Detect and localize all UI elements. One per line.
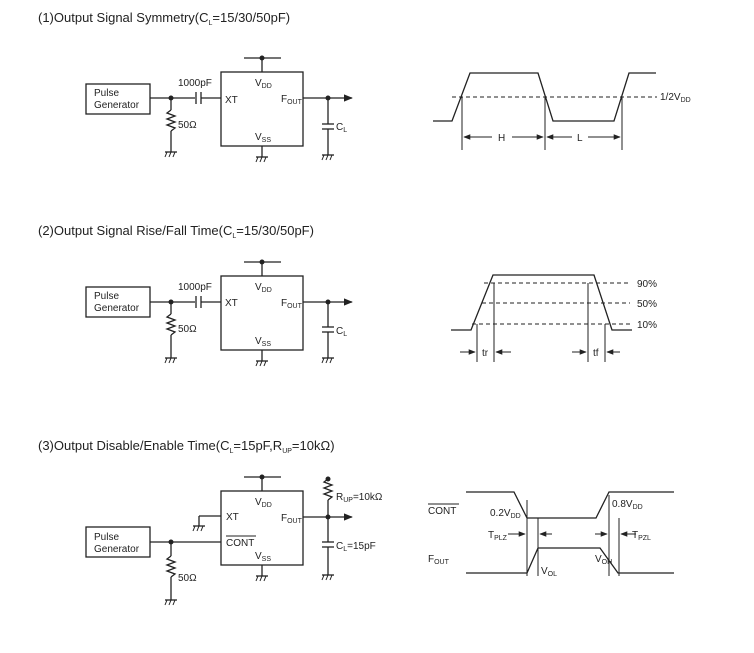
xt-pin-label: XT xyxy=(226,512,239,523)
rise-time-label: tr xyxy=(482,348,489,359)
pulse-generator-box xyxy=(85,526,151,558)
cont-waveform xyxy=(466,491,674,519)
section-3-title: (3)Output Disable/Enable Time(CL=15pF,RU… xyxy=(38,438,335,455)
resistor-50-ohm xyxy=(165,313,177,336)
section-2-rise-fall-time: (2)Output Signal Rise/Fall Time(CL=15/30… xyxy=(38,223,657,367)
section-1-output-signal-symmetry: (1)Output Signal Symmetry(CL=15/30/50pF)… xyxy=(38,10,691,163)
resistor-50-ohm xyxy=(165,555,177,578)
section-2-title: (2)Output Signal Rise/Fall Time(CL=15/30… xyxy=(38,223,314,240)
pulse-generator-label-2: Generator xyxy=(94,544,140,555)
cl-label: CL=15pF xyxy=(336,541,376,553)
capacitor-1000pf-label: 1000pF xyxy=(178,78,212,89)
fout-signal-label: FOUT xyxy=(428,554,450,566)
ground-symbol xyxy=(192,525,205,532)
point-eight-vdd-label: 0.8VDD xyxy=(612,499,643,511)
cl-label: CL xyxy=(336,326,347,338)
high-time-label: H xyxy=(498,133,505,144)
fall-time-label: tf xyxy=(593,348,599,359)
waveform-2-rise-fall: 90% 50% 10% tr tf xyxy=(451,274,657,362)
fout-waveform xyxy=(466,547,674,574)
circuit-1: Pulse Generator 1000pF 50Ω XT VDD VSS FO… xyxy=(85,55,353,163)
ground-symbol xyxy=(321,154,334,161)
half-vdd-label: 1/2VDD xyxy=(660,92,691,104)
cl-label: CL xyxy=(336,122,347,134)
vdd-pin-label: VDD xyxy=(255,282,272,294)
ground-symbol xyxy=(255,156,268,163)
fout-pin-label: FOUT xyxy=(281,513,303,525)
resistor-50-ohm-label: 50Ω xyxy=(178,573,197,584)
capacitor-1000pf-label: 1000pF xyxy=(178,282,212,293)
ground-symbol xyxy=(255,360,268,367)
ground-symbol xyxy=(255,575,268,582)
fifty-percent-label: 50% xyxy=(637,299,657,310)
fout-pin-label: FOUT xyxy=(281,298,303,310)
resistor-50-ohm-label: 50Ω xyxy=(178,120,197,131)
vss-pin-label: VSS xyxy=(255,132,271,144)
resistor-50-ohm xyxy=(165,109,177,132)
ten-percent-label: 10% xyxy=(637,320,657,331)
waveform-3-disable-enable: CONT 0.2VDD 0.8VDD TPLZ TPZL FOUT VOL VO… xyxy=(428,491,674,578)
point-two-vdd-label: 0.2VDD xyxy=(490,508,521,520)
ground-symbol xyxy=(164,599,177,606)
fout-pin-label: FOUT xyxy=(281,94,303,106)
output-waveform xyxy=(451,274,632,331)
section-3-disable-enable-time: (3)Output Disable/Enable Time(CL=15pF,RU… xyxy=(38,438,674,606)
xt-pin-label: XT xyxy=(225,298,238,309)
ground-symbol xyxy=(164,151,177,158)
section-1-title: (1)Output Signal Symmetry(CL=15/30/50pF) xyxy=(38,10,290,27)
voh-label: VOH xyxy=(595,554,612,566)
pulse-generator-label-2: Generator xyxy=(94,303,140,314)
pulse-generator-label-2: Generator xyxy=(94,100,140,111)
resistor-50-ohm-label: 50Ω xyxy=(178,324,197,335)
pulse-generator-label: Pulse xyxy=(94,532,119,543)
vdd-pin-label: VDD xyxy=(255,497,272,509)
vol-label: VOL xyxy=(541,566,557,578)
ground-symbol xyxy=(321,574,334,581)
circuit-3: Pulse Generator 50Ω XT CONT VDD VSS FOUT xyxy=(85,474,383,606)
vss-pin-label: VSS xyxy=(255,336,271,348)
tplz-label: TPLZ xyxy=(488,530,508,542)
ic-box xyxy=(220,71,304,147)
xt-pin-label: XT xyxy=(225,95,238,106)
circuit-2: Pulse Generator 1000pF 50Ω XT VDD VSS FO… xyxy=(85,259,353,367)
pulse-generator-box xyxy=(85,83,151,115)
ground-symbol xyxy=(164,357,177,364)
pulse-generator-label: Pulse xyxy=(94,291,119,302)
pull-up-resistor xyxy=(322,478,334,501)
vdd-pin-label: VDD xyxy=(255,78,272,90)
waveform-1-symmetry: 1/2VDD H L xyxy=(433,72,691,150)
rup-label: RUP=10kΩ xyxy=(336,492,383,504)
ground-symbol xyxy=(321,357,334,364)
low-time-label: L xyxy=(577,133,583,144)
pulse-generator-label: Pulse xyxy=(94,88,119,99)
tpzl-label: TPZL xyxy=(632,530,651,542)
ninety-percent-label: 90% xyxy=(637,279,657,290)
vss-pin-label: VSS xyxy=(255,551,271,563)
cont-pin-label: CONT xyxy=(226,538,254,549)
cont-signal-label: CONT xyxy=(428,506,456,517)
